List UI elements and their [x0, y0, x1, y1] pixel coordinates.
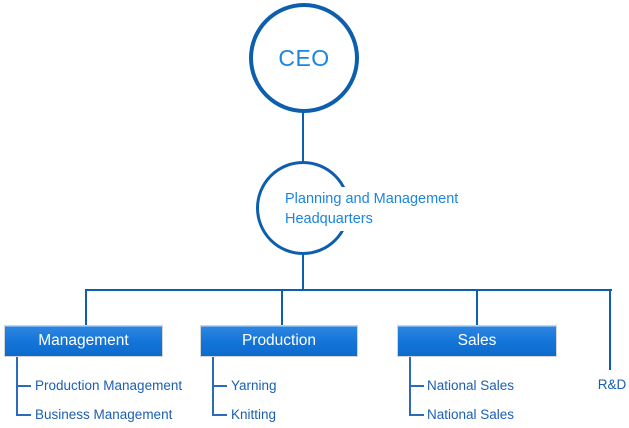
ceo-label: CEO: [278, 44, 330, 71]
node-national-sales-2[interactable]: National Sales: [427, 407, 515, 422]
connector-drop-management: [85, 289, 87, 326]
connector-tick-production-management: [16, 385, 31, 387]
node-yarning[interactable]: Yarning: [231, 378, 277, 393]
node-knitting[interactable]: Knitting: [231, 407, 277, 422]
headquarters-label-line1: Planning and Management: [285, 191, 459, 207]
connector-tick-national-sales-2: [409, 414, 424, 416]
connector-tick-business-management: [16, 414, 31, 416]
node-national-sales-1[interactable]: National Sales: [427, 378, 515, 393]
node-production[interactable]: Production: [200, 325, 358, 357]
node-production-management[interactable]: Production Management: [35, 378, 183, 393]
connector-tick-national-sales-1: [409, 385, 424, 387]
connector-tick-yarning: [212, 385, 227, 387]
node-ceo[interactable]: CEO: [249, 3, 359, 113]
connector-drop-sales: [476, 289, 478, 326]
node-rd[interactable]: R&D: [597, 377, 627, 392]
headquarters-label-line2: Headquarters: [285, 211, 373, 227]
connector-drop-rd: [609, 289, 611, 370]
connector-drop-production: [281, 289, 283, 326]
connector-hq-bus: [302, 254, 304, 290]
connector-ceo-hq: [302, 112, 304, 162]
node-sales[interactable]: Sales: [397, 325, 557, 357]
connector-bus: [85, 289, 612, 291]
headquarters-label: Planning and Management Headquarters: [284, 187, 463, 231]
node-management[interactable]: Management: [4, 325, 163, 357]
node-business-management[interactable]: Business Management: [35, 407, 173, 422]
connector-tick-knitting: [212, 414, 227, 416]
